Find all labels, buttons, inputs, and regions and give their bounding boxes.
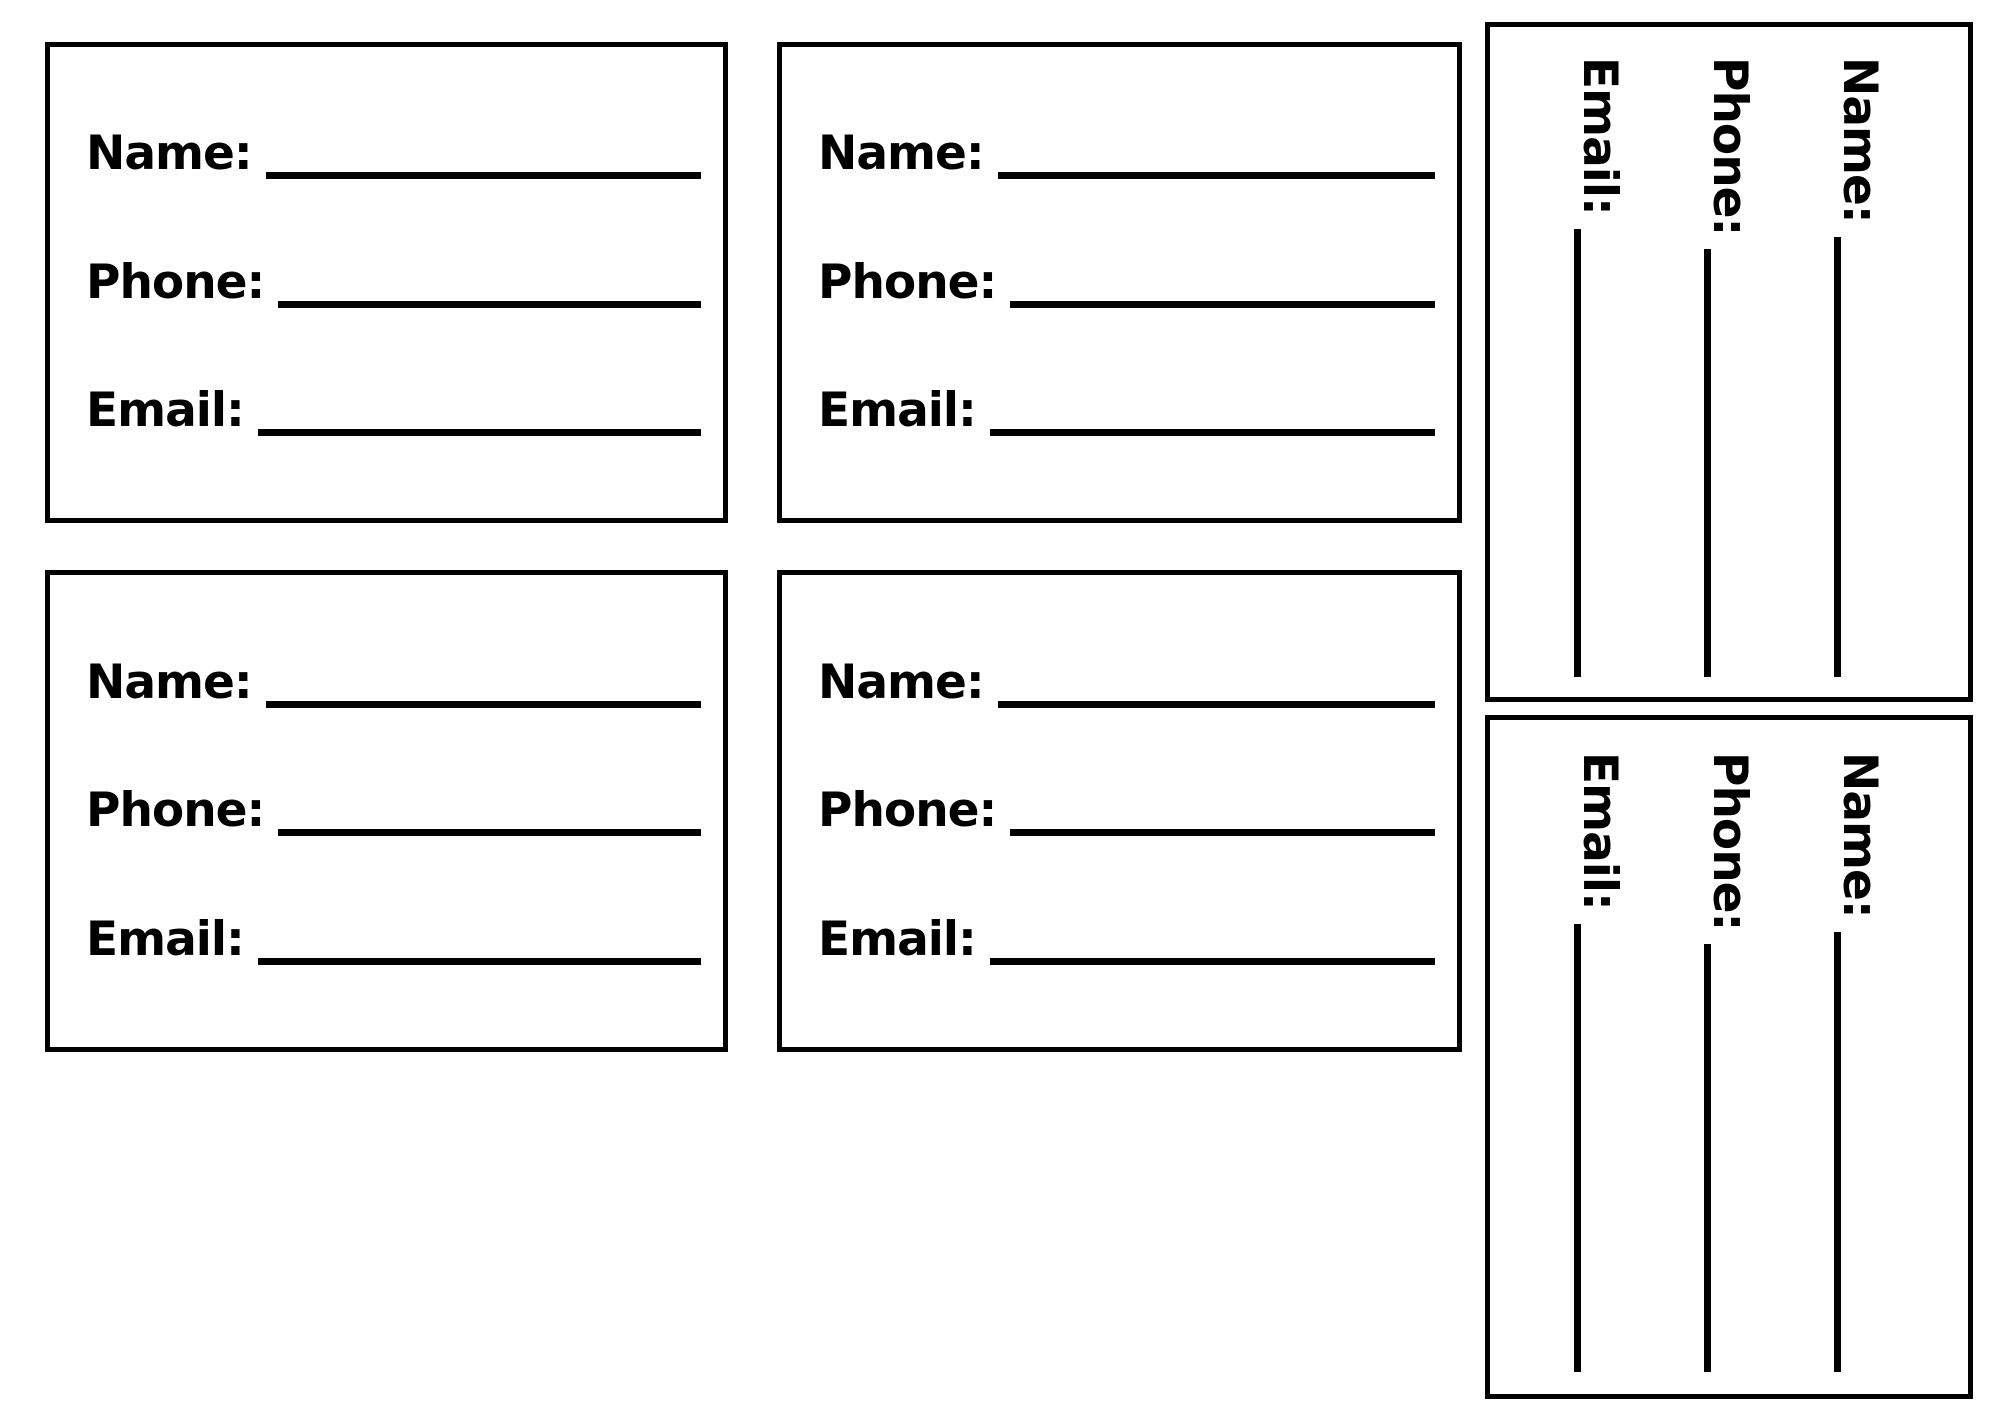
email-label: Email: — [818, 382, 977, 438]
name-write-line[interactable] — [997, 172, 1435, 180]
email-write-line[interactable] — [257, 957, 701, 965]
name-field-row: Name: — [1830, 752, 1888, 1372]
phone-write-line[interactable] — [1010, 829, 1435, 836]
card-fields: Name: Phone: Email: — [1490, 722, 1968, 1392]
email-write-line[interactable] — [1574, 228, 1581, 677]
phone-field-row: Phone: — [1700, 752, 1758, 1372]
name-label: Name: — [818, 126, 985, 182]
name-field-row: Name: — [818, 654, 1435, 712]
phone-write-line[interactable] — [1704, 944, 1711, 1372]
phone-label: Phone: — [818, 254, 997, 310]
phone-field-row: Phone: — [818, 254, 1435, 312]
name-field-row: Name: — [1830, 57, 1888, 677]
phone-label: Phone: — [818, 783, 997, 838]
card-fields: Name: Phone: Email: — [50, 575, 723, 1047]
name-label: Name: — [1832, 752, 1887, 918]
email-field-row: Email: — [86, 382, 701, 440]
contact-card-4: Name: Phone: Email: — [777, 570, 1462, 1052]
card-fields: Name: Phone: Email: — [782, 575, 1457, 1047]
name-label: Name: — [86, 654, 253, 710]
name-label: Name: — [818, 654, 985, 710]
phone-field-row: Phone: — [818, 782, 1435, 840]
name-label: Name: — [86, 126, 253, 182]
name-field-row: Name: — [818, 125, 1435, 183]
email-field-row: Email: — [818, 382, 1435, 440]
phone-write-line[interactable] — [278, 300, 701, 308]
name-field-row: Name: — [86, 125, 701, 183]
email-field-row: Email: — [1570, 57, 1628, 677]
name-write-line[interactable] — [1834, 931, 1841, 1372]
phone-label: Phone: — [1702, 57, 1757, 236]
email-write-line[interactable] — [989, 428, 1435, 436]
email-write-line[interactable] — [1574, 923, 1581, 1372]
phone-write-line[interactable] — [1010, 300, 1435, 308]
email-field-row: Email: — [86, 911, 701, 969]
email-field-row: Email: — [1570, 752, 1628, 1372]
phone-label: Phone: — [86, 254, 265, 310]
name-write-line[interactable] — [1834, 236, 1841, 677]
name-write-line[interactable] — [265, 172, 701, 180]
contact-card-5: Name: Phone: Email: — [1485, 22, 1973, 702]
email-write-line[interactable] — [989, 957, 1435, 965]
name-label: Name: — [1832, 57, 1887, 223]
email-label: Email: — [86, 382, 245, 438]
contact-card-6: Name: Phone: Email: — [1485, 715, 1973, 1399]
contact-card-1: Name: Phone: Email: — [45, 42, 728, 523]
rotated-card-content: Name: Phone: Email: — [1490, 722, 1968, 1392]
name-write-line[interactable] — [265, 700, 701, 708]
phone-write-line[interactable] — [1704, 249, 1711, 677]
email-field-row: Email: — [818, 911, 1435, 969]
phone-field-row: Phone: — [86, 254, 701, 312]
contact-card-2: Name: Phone: Email: — [777, 42, 1462, 523]
phone-write-line[interactable] — [278, 829, 701, 836]
phone-label: Phone: — [1702, 752, 1757, 931]
card-fields: Name: Phone: Email: — [50, 47, 723, 518]
contact-card-3: Name: Phone: Email: — [45, 570, 728, 1052]
email-label: Email: — [86, 911, 245, 967]
email-write-line[interactable] — [257, 428, 701, 436]
phone-field-row: Phone: — [86, 782, 701, 840]
name-write-line[interactable] — [997, 700, 1435, 708]
rotated-card-content: Name: Phone: Email: — [1490, 27, 1968, 697]
email-label: Email: — [818, 911, 977, 967]
email-label: Email: — [1572, 57, 1627, 215]
phone-label: Phone: — [86, 783, 265, 838]
card-fields: Name: Phone: Email: — [782, 47, 1457, 518]
email-label: Email: — [1572, 752, 1627, 910]
card-fields: Name: Phone: Email: — [1490, 27, 1968, 697]
name-field-row: Name: — [86, 654, 701, 712]
phone-field-row: Phone: — [1700, 57, 1758, 677]
